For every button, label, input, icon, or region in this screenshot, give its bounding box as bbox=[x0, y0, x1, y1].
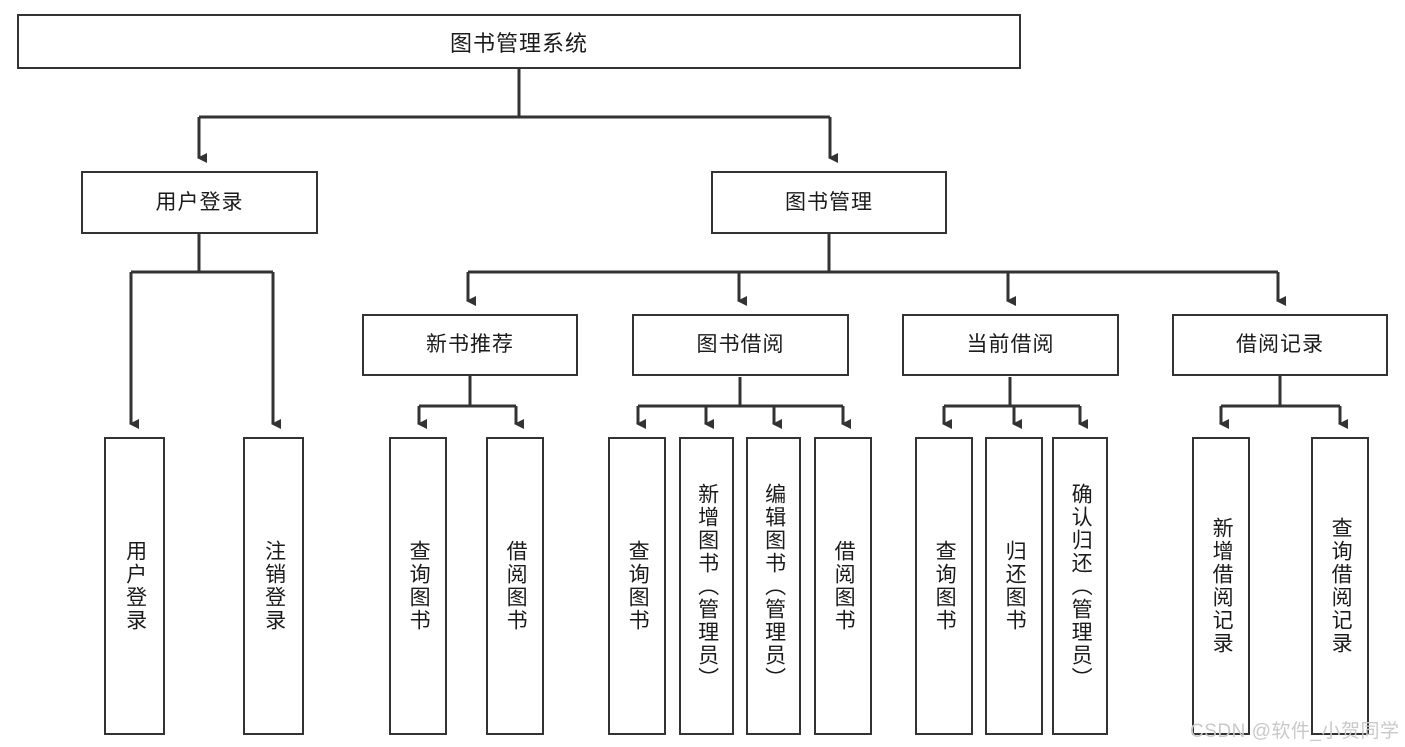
leaf-add-borrow-record-label: 新增借阅记录 bbox=[1210, 517, 1234, 655]
leaf-query-borrow-record[interactable]: 查询借阅记录 bbox=[1311, 437, 1369, 735]
node-current-borrow-label: 当前借阅 bbox=[966, 333, 1055, 357]
leaf-edit-book-admin[interactable]: 编辑图书（管理员） bbox=[746, 437, 801, 735]
leaf-borrow-book-bb-label: 借阅图书 bbox=[832, 540, 856, 632]
node-current-borrow[interactable]: 当前借阅 bbox=[902, 314, 1119, 376]
leaf-return-book[interactable]: 归还图书 bbox=[985, 437, 1043, 735]
leaf-query-book-nb-label: 查询图书 bbox=[407, 540, 431, 632]
node-new-book-recommend-label: 新书推荐 bbox=[426, 333, 514, 357]
node-root[interactable]: 图书管理系统 bbox=[17, 14, 1021, 69]
node-book-borrow-label: 图书借阅 bbox=[696, 333, 785, 357]
leaf-query-book-bb[interactable]: 查询图书 bbox=[608, 437, 666, 735]
node-root-label: 图书管理系统 bbox=[449, 30, 588, 56]
node-user-login-label: 用户登录 bbox=[155, 190, 244, 214]
leaf-borrow-book-nb-label: 借阅图书 bbox=[504, 540, 528, 632]
leaf-logout-label: 注销登录 bbox=[262, 540, 286, 632]
node-borrow-record-label: 借阅记录 bbox=[1236, 333, 1324, 357]
leaf-confirm-return-admin[interactable]: 确认归还（管理员） bbox=[1052, 437, 1108, 735]
leaf-add-borrow-record[interactable]: 新增借阅记录 bbox=[1192, 437, 1250, 735]
node-book-borrow[interactable]: 图书借阅 bbox=[632, 314, 849, 376]
node-new-book-recommend[interactable]: 新书推荐 bbox=[362, 314, 578, 376]
leaf-add-book-admin-label: 新增图书（管理员） bbox=[695, 482, 719, 690]
node-book-management[interactable]: 图书管理 bbox=[711, 171, 947, 234]
leaf-confirm-return-admin-label: 确认归还（管理员） bbox=[1069, 482, 1093, 690]
leaf-query-book-cb[interactable]: 查询图书 bbox=[915, 437, 973, 735]
leaf-query-borrow-record-label: 查询借阅记录 bbox=[1329, 517, 1353, 655]
node-book-management-label: 图书管理 bbox=[785, 190, 873, 214]
leaf-borrow-book-nb[interactable]: 借阅图书 bbox=[486, 437, 544, 735]
leaf-query-book-cb-label: 查询图书 bbox=[933, 540, 957, 632]
leaf-logout[interactable]: 注销登录 bbox=[243, 437, 304, 735]
leaf-user-login[interactable]: 用户登录 bbox=[104, 437, 165, 735]
leaf-query-book-nb[interactable]: 查询图书 bbox=[389, 437, 447, 735]
leaf-borrow-book-bb[interactable]: 借阅图书 bbox=[814, 437, 872, 735]
node-user-login[interactable]: 用户登录 bbox=[81, 171, 318, 234]
node-borrow-record[interactable]: 借阅记录 bbox=[1172, 314, 1388, 376]
leaf-return-book-label: 归还图书 bbox=[1003, 540, 1027, 632]
watermark: CSDN @软件_小贺同学 bbox=[1190, 721, 1400, 742]
leaf-query-book-bb-label: 查询图书 bbox=[626, 540, 650, 632]
leaf-add-book-admin[interactable]: 新增图书（管理员） bbox=[679, 437, 734, 735]
leaf-edit-book-admin-label: 编辑图书（管理员） bbox=[762, 482, 786, 690]
leaf-user-login-label: 用户登录 bbox=[123, 540, 147, 632]
